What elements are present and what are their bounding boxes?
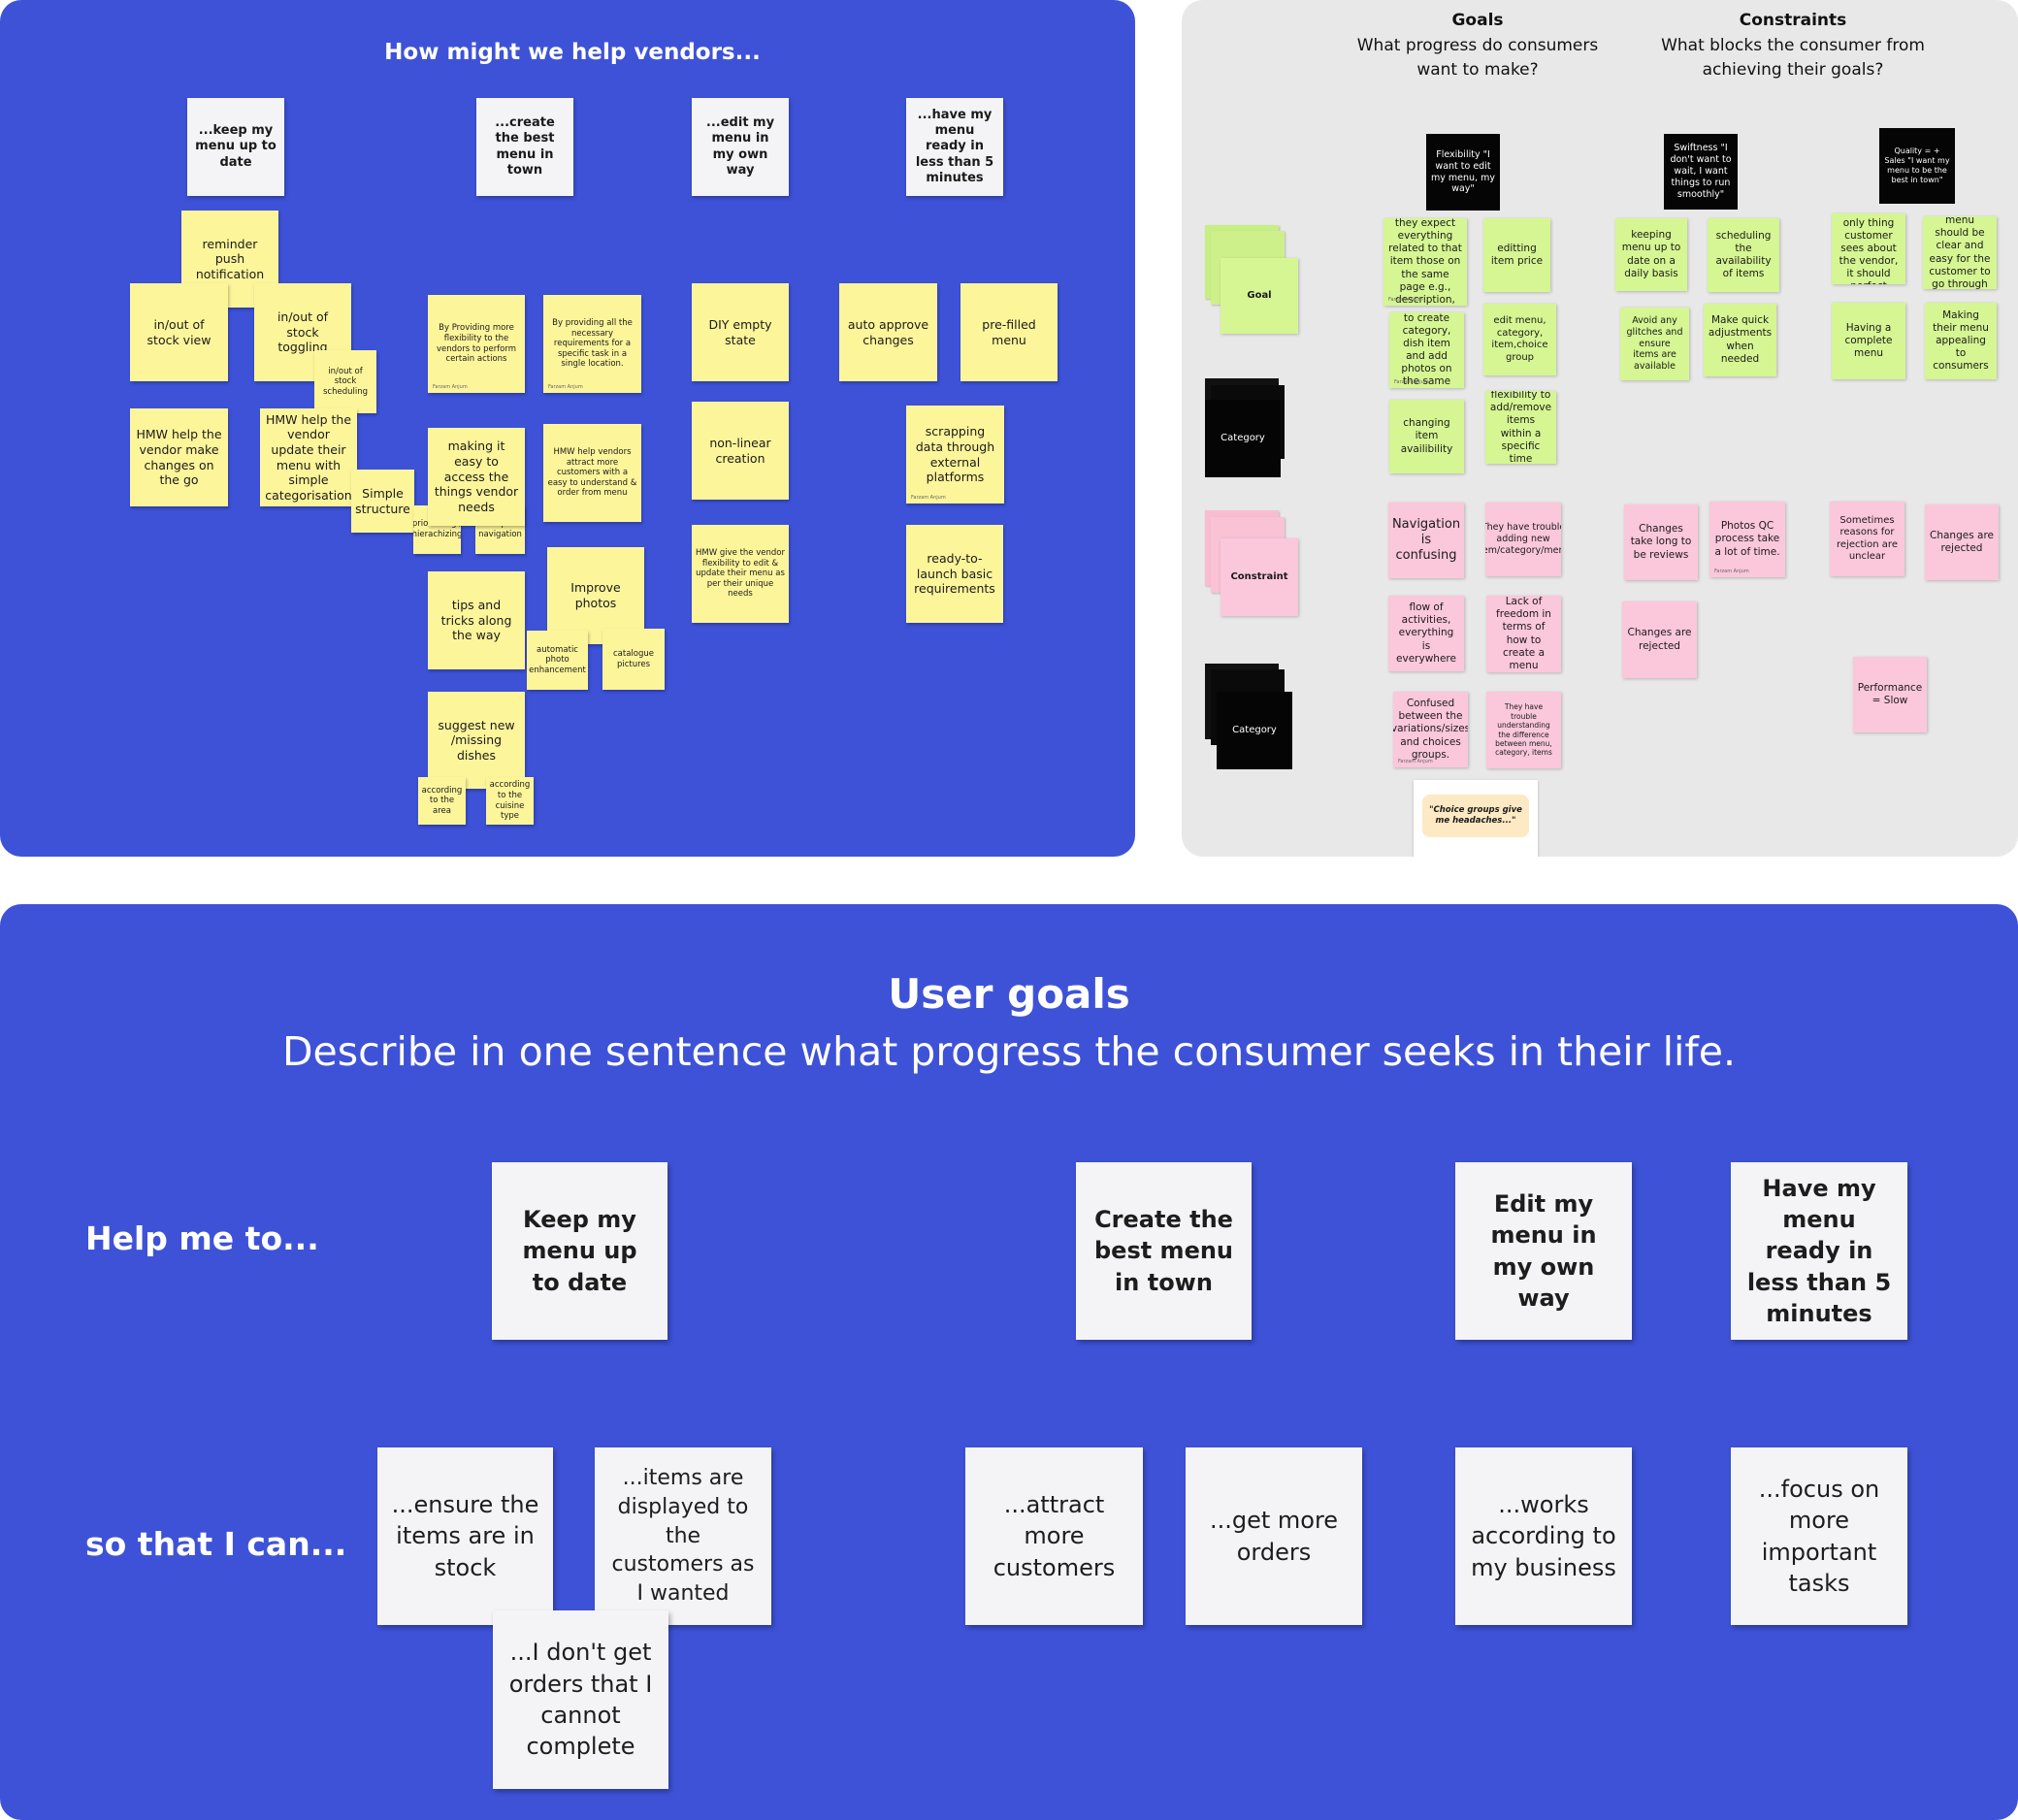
sticky-note[interactable]: scrapping data through external platform… bbox=[906, 406, 1004, 504]
goal-note[interactable]: scheduling the availability of items bbox=[1708, 218, 1779, 292]
constraint-note[interactable]: flow of activities, everything is everyw… bbox=[1388, 596, 1464, 671]
goal-note[interactable]: Avoid any glitches and ensure items are … bbox=[1620, 308, 1689, 380]
help-card-ready-5-min[interactable]: Have my menu ready in less than 5 minute… bbox=[1731, 1162, 1907, 1340]
so-card[interactable]: ...get more orders bbox=[1186, 1447, 1362, 1625]
constraint-note[interactable]: Confused between the variations/sizes an… bbox=[1393, 692, 1468, 767]
constraint-note[interactable]: Photos QC process take a lot of time.Far… bbox=[1709, 502, 1785, 577]
constraint-note[interactable]: Performance = Slow bbox=[1853, 657, 1927, 732]
header-best-menu[interactable]: ...create the best menu in town bbox=[476, 98, 573, 196]
sticky-note[interactable]: Simple structure bbox=[351, 470, 414, 533]
sticky-note[interactable]: pre-filled menu bbox=[960, 283, 1058, 381]
header-edit-own-way[interactable]: ...edit my menu in my own way bbox=[692, 98, 789, 196]
goal-note[interactable]: Make quick adjustments when needed bbox=[1704, 304, 1776, 376]
legend-category[interactable]: Category bbox=[1205, 400, 1281, 477]
goal-note[interactable]: menu is the only thing customer sees abo… bbox=[1832, 213, 1905, 284]
goals-heading: Goals What progress do consumers want to… bbox=[1356, 11, 1599, 80]
sticky-note[interactable]: By Providing more flexibility to the ven… bbox=[428, 295, 525, 393]
constraint-note[interactable]: Navigation is confusing bbox=[1388, 503, 1464, 578]
so-card[interactable]: ...ensure the items are in stock bbox=[377, 1447, 553, 1625]
constraint-note[interactable]: Lack of freedom in terms of how to creat… bbox=[1486, 596, 1561, 672]
sticky-note[interactable]: DIY empty state bbox=[692, 283, 789, 381]
goals-constraints-board: Goals What progress do consumers want to… bbox=[1182, 0, 2018, 857]
sticky-note[interactable]: catalogue pictures bbox=[602, 629, 665, 690]
category-flexibility[interactable]: Flexibility "I want to edit my menu, my … bbox=[1426, 134, 1500, 211]
header-keep-up-to-date[interactable]: ...keep my menu up to date bbox=[187, 98, 284, 196]
sticky-note[interactable]: in/out of stock view bbox=[130, 283, 228, 381]
goal-note[interactable]: Having a complete menu bbox=[1832, 303, 1905, 379]
user-goals-title: User goals bbox=[888, 970, 1130, 1018]
so-card[interactable]: ...items are displayed to the customers … bbox=[595, 1447, 771, 1625]
so-that-label: so that I can... bbox=[85, 1525, 347, 1563]
so-card[interactable]: ...works according to my business bbox=[1455, 1447, 1632, 1625]
sticky-note[interactable]: suggest new /missing dishes bbox=[428, 692, 525, 789]
so-card[interactable]: ...focus on more important tasks bbox=[1731, 1447, 1907, 1625]
help-card-edit-own-way[interactable]: Edit my menu in my own way bbox=[1455, 1162, 1632, 1340]
vendors-board: How might we help vendors... ...keep my … bbox=[0, 0, 1135, 857]
sticky-note[interactable]: according to the cuisine type bbox=[486, 777, 534, 825]
goal-note[interactable]: edit menu, category, item,choice group bbox=[1483, 304, 1556, 375]
quote-bubble: "Choice groups give me headaches..." bbox=[1422, 795, 1529, 837]
sticky-note[interactable]: automatic photo enhancement bbox=[527, 631, 588, 690]
constraint-note[interactable]: Sometimes reasons for rejection are uncl… bbox=[1830, 502, 1904, 576]
goal-note[interactable]: keeping menu up to date on a daily basis bbox=[1615, 218, 1687, 291]
quote-card[interactable]: "Choice groups give me headaches..." bbox=[1414, 780, 1538, 857]
constraint-note[interactable]: Changes take long to be reviews bbox=[1624, 504, 1698, 580]
sticky-note[interactable]: according to the area bbox=[418, 777, 466, 825]
help-me-to-label: Help me to... bbox=[85, 1219, 319, 1257]
sticky-note[interactable]: Improve photos bbox=[547, 547, 644, 644]
goal-note[interactable]: flexibility to add/remove items within a… bbox=[1485, 391, 1556, 464]
so-card[interactable]: ...I don't get orders that I cannot comp… bbox=[493, 1610, 668, 1789]
goal-note[interactable]: While editing the dish item, they expect… bbox=[1383, 218, 1467, 306]
constraint-note[interactable]: They have trouble adding new item/catego… bbox=[1485, 503, 1561, 576]
sticky-note[interactable]: auto approve changes bbox=[839, 283, 937, 381]
vendors-board-title: How might we help vendors... bbox=[384, 40, 761, 65]
sticky-note[interactable]: tips and tricks along the way bbox=[428, 571, 525, 669]
legend-constraint[interactable]: Constraint bbox=[1221, 538, 1298, 616]
constraints-heading: Constraints What blocks the consumer fro… bbox=[1661, 11, 1925, 80]
header-ready-5-min[interactable]: ...have my menu ready in less than 5 min… bbox=[906, 98, 1003, 196]
sticky-note[interactable]: HMW help the vendor make changes on the … bbox=[130, 408, 228, 506]
sticky-note[interactable]: making it easy to access the things vend… bbox=[428, 428, 525, 526]
constraint-note[interactable]: Changes are rejected bbox=[1622, 601, 1697, 678]
sticky-note[interactable]: HMW give the vendor flexibility to edit … bbox=[692, 525, 789, 623]
sticky-note[interactable]: non-linear creation bbox=[692, 402, 789, 500]
user-goals-board: User goals Describe in one sentence what… bbox=[0, 904, 2018, 1820]
help-card-keep-up-to-date[interactable]: Keep my menu up to date bbox=[492, 1162, 667, 1340]
constraint-note[interactable]: They have trouble understanding the diff… bbox=[1486, 692, 1561, 768]
category-swiftness[interactable]: Swiftness "I don't want to wait, I want … bbox=[1664, 134, 1738, 210]
user-goals-subtitle: Describe in one sentence what progress t… bbox=[281, 1028, 1737, 1075]
goal-note[interactable]: changing item availibility bbox=[1389, 400, 1464, 473]
constraint-note[interactable]: Changes are rejected bbox=[1925, 504, 1999, 580]
legend-goal[interactable]: Goal bbox=[1221, 258, 1298, 334]
goal-note[interactable]: Users wants to create category, dish ite… bbox=[1389, 312, 1464, 388]
sticky-note[interactable]: in/out of stock toggling bbox=[254, 283, 351, 381]
goal-note[interactable]: menu should be clear and easy for the cu… bbox=[1923, 216, 1997, 289]
category-quality[interactable]: Quality = + Sales "I want my menu to be … bbox=[1879, 128, 1955, 204]
sticky-note[interactable]: in/out of stock scheduling bbox=[314, 350, 376, 413]
sticky-note[interactable]: HMW help vendors attract more customers … bbox=[543, 424, 641, 522]
sticky-note[interactable]: By providing all the necessary requireme… bbox=[543, 295, 641, 393]
goal-note[interactable]: Making their menu appealing to consumers bbox=[1925, 303, 1997, 379]
sticky-note[interactable]: HMW help the vendor update their menu wi… bbox=[260, 408, 357, 506]
sticky-note[interactable]: ready-to-launch basic requirements bbox=[906, 525, 1003, 623]
help-card-best-menu[interactable]: Create the best menu in town bbox=[1076, 1162, 1252, 1340]
so-card[interactable]: ...attract more customers bbox=[965, 1447, 1143, 1625]
goal-note[interactable]: editting item price bbox=[1483, 218, 1550, 292]
legend-category[interactable]: Category bbox=[1217, 692, 1292, 769]
